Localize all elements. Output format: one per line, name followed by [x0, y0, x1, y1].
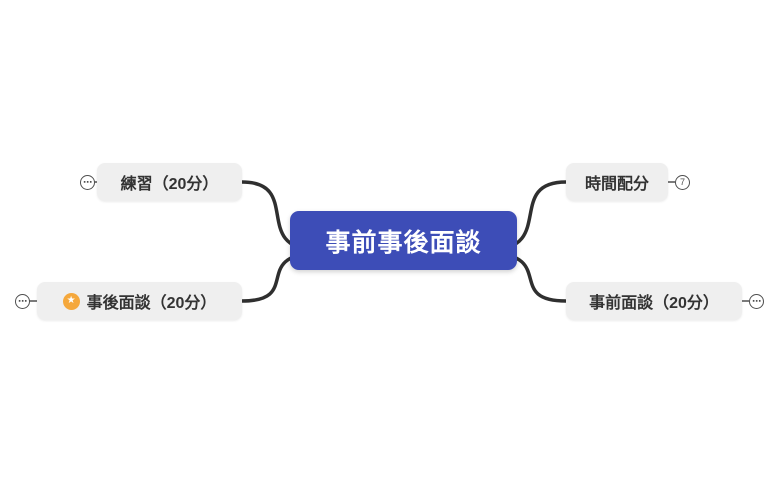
topic-label: 時間配分: [584, 176, 649, 193]
topic-pre-interview[interactable]: 事前面談（20分）: [566, 282, 742, 320]
collapse-handle-practice[interactable]: ⋯: [80, 175, 95, 190]
star-icon: ★: [62, 292, 80, 310]
count-handle-time-allocation[interactable]: 7: [675, 175, 690, 190]
topic-label: 事後面談（20分）: [86, 295, 217, 312]
collapse-handle-post-interview[interactable]: ⋯: [15, 294, 30, 309]
central-topic[interactable]: 事前事後面談: [290, 211, 517, 270]
topic-practice[interactable]: 練習（20分）: [97, 163, 242, 201]
topic-label: 事前面談（20分）: [589, 295, 719, 312]
topic-post-interview[interactable]: ★ 事後面談（20分）: [37, 282, 242, 320]
topic-label: 練習（20分）: [120, 176, 219, 193]
collapse-handle-pre-interview[interactable]: ⋯: [749, 294, 764, 309]
topic-time-allocation[interactable]: 時間配分: [566, 163, 668, 201]
